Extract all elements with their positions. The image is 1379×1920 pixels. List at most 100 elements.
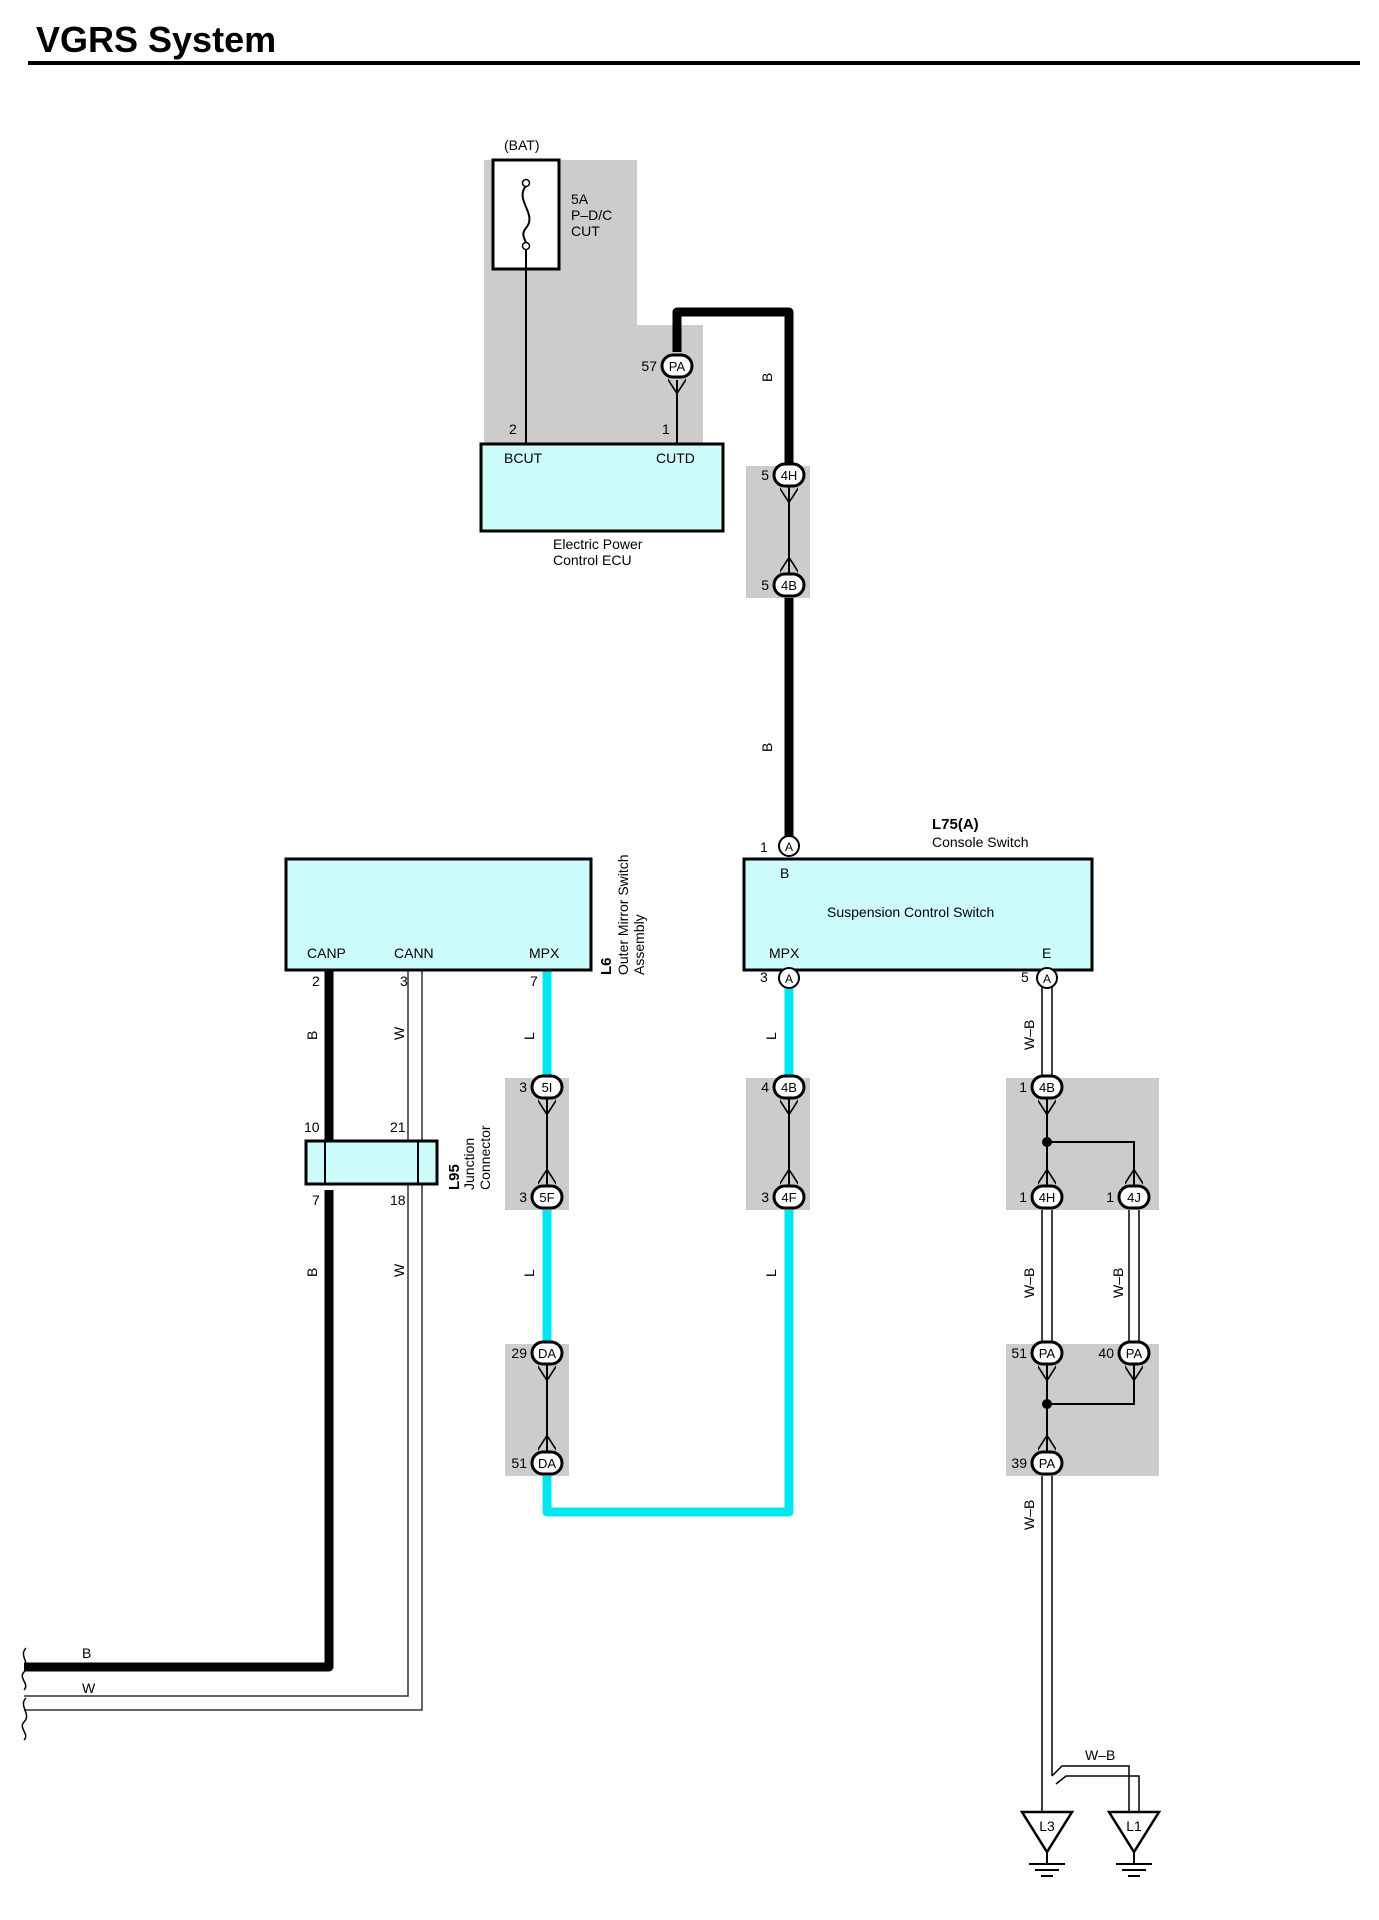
connector-id: 4B — [781, 1080, 797, 1095]
label-l-4: L — [763, 1269, 779, 1277]
connector-id: 4J — [1127, 1190, 1141, 1205]
label-wb-2: W–B — [1021, 1268, 1037, 1298]
connector-pin: 3 — [519, 1079, 527, 1095]
fuse-source: (BAT) — [504, 137, 540, 153]
label-b-1: B — [759, 373, 775, 382]
console-conn-a-1: A — [785, 840, 793, 854]
console-pin-mpx: MPX — [769, 945, 800, 961]
console-name: Console Switch — [932, 834, 1029, 850]
connector-id: DA — [538, 1346, 556, 1361]
outer-mirror-switch: CANP CANN MPX 2 3 7 L6 Outer Mirror Swit… — [284, 854, 647, 989]
ground-l1: L1 — [1106, 1810, 1162, 1877]
mpx-connector-links — [546, 484, 790, 1458]
mirror-code: L6 — [598, 957, 615, 975]
connector-i5: 5I 3 — [519, 1074, 564, 1116]
junction-pin-10: 10 — [304, 1119, 320, 1135]
connector-pin: 40 — [1098, 1345, 1114, 1361]
mirror-name-1: Outer Mirror Switch — [615, 854, 631, 975]
label-b-4: B — [304, 1268, 320, 1277]
label-wb-4: W–B — [1021, 1500, 1037, 1530]
connector-f4: 4F 3 — [761, 1168, 806, 1210]
connector-pin: 5 — [761, 577, 769, 593]
ecu-name-2: Control ECU — [553, 552, 632, 568]
connector-id: DA — [538, 1456, 556, 1471]
splice-dot-lower — [1042, 1399, 1052, 1409]
label-b-3: B — [304, 1031, 320, 1040]
connector-pin: 29 — [511, 1345, 527, 1361]
connector-f5: 5F3 — [519, 1168, 564, 1210]
junction-connector-l95: 10 21 7 18 L95 Junction Connector — [304, 1119, 493, 1208]
wire-mpx — [542, 968, 794, 1517]
console-pin-e: E — [1042, 945, 1051, 961]
connector-id: PA — [1039, 1456, 1056, 1471]
connector-pin: 3 — [519, 1189, 527, 1205]
connector-id: 4B — [1039, 1080, 1055, 1095]
ecu-pin-bcut: BCUT — [504, 450, 543, 466]
connector-b4_right: 4B 1 — [1019, 1074, 1064, 1116]
fuse-name-1: P–D/C — [571, 207, 612, 223]
connector-pin: 4 — [761, 1079, 769, 1095]
console-pin-no-3: 3 — [760, 969, 768, 985]
ecu-pin-no-1: 1 — [662, 421, 670, 437]
wire-ground — [1041, 980, 1140, 1812]
label-b-2: B — [759, 743, 775, 752]
label-l-2: L — [521, 1269, 537, 1277]
connector-pin: 39 — [1011, 1455, 1027, 1471]
page-title: VGRS System — [36, 19, 276, 60]
mirror-pin-canp: CANP — [307, 945, 346, 961]
junction-name-1: Junction — [461, 1138, 477, 1190]
suspension-control-switch: L75(A) Console Switch Suspension Control… — [742, 816, 1094, 989]
junction-pin-7: 7 — [312, 1192, 320, 1208]
junction-pin-18: 18 — [390, 1192, 406, 1208]
connector-id: 4H — [781, 468, 798, 483]
connector-id: 4F — [781, 1190, 796, 1205]
connector-pin: 3 — [761, 1189, 769, 1205]
console-pin-no-1: 1 — [760, 839, 768, 855]
connector-id: PA — [669, 359, 686, 374]
wire-b-power — [672, 307, 794, 838]
mirror-pin-mpx: MPX — [529, 945, 560, 961]
break-mark-bottom — [21, 1697, 28, 1741]
label-l-3: L — [763, 1032, 779, 1040]
shaded-areas — [484, 160, 1159, 1476]
label-l-1: L — [521, 1032, 537, 1040]
label-wb-1: W–B — [1021, 1020, 1037, 1050]
console-code: L75(A) — [932, 816, 979, 833]
connector-h4_right: 4H1 — [1019, 1168, 1064, 1210]
connector-j4: 4J1 — [1106, 1168, 1151, 1210]
label-w-3: W — [82, 1680, 96, 1696]
mirror-name-2: Assembly — [631, 914, 647, 975]
console-conn-a-3: A — [785, 972, 793, 986]
label-w-2: W — [391, 1263, 407, 1277]
mirror-pin-cann: CANN — [394, 945, 434, 961]
connector-id: PA — [1039, 1346, 1056, 1361]
junction-name-2: Connector — [477, 1125, 493, 1190]
ecu-name-1: Electric Power — [553, 536, 643, 552]
console-pin-b: B — [780, 865, 789, 881]
connector-pa39: PA 39 — [1011, 1434, 1064, 1476]
connector-id: 4H — [1039, 1190, 1056, 1205]
fuse-name-2: CUT — [571, 223, 600, 239]
label-wb-5: W–B — [1085, 1747, 1115, 1763]
connector-pin: 5 — [761, 467, 769, 483]
console-conn-a-5: A — [1043, 972, 1051, 986]
junction-pin-21: 21 — [390, 1119, 406, 1135]
connector-h4_top: 4H 5 — [761, 462, 806, 504]
connector-b4_mid: 4B 4 — [761, 1074, 806, 1116]
ecu-pin-no-2: 2 — [509, 421, 517, 437]
connector-pin: 1 — [1019, 1079, 1027, 1095]
connector-id: 5I — [542, 1080, 553, 1095]
connector-id: 4B — [781, 578, 797, 593]
break-mark-top — [21, 1647, 28, 1691]
splice-dot-upper — [1042, 1137, 1052, 1147]
mirror-pin-no-3: 3 — [400, 973, 408, 989]
connector-pin: 51 — [511, 1455, 527, 1471]
label-b-5: B — [82, 1645, 91, 1661]
electric-power-control-ecu: BCUT CUTD 2 1 Electric Power Control ECU — [479, 421, 725, 568]
mirror-pin-no-2: 2 — [312, 973, 320, 989]
